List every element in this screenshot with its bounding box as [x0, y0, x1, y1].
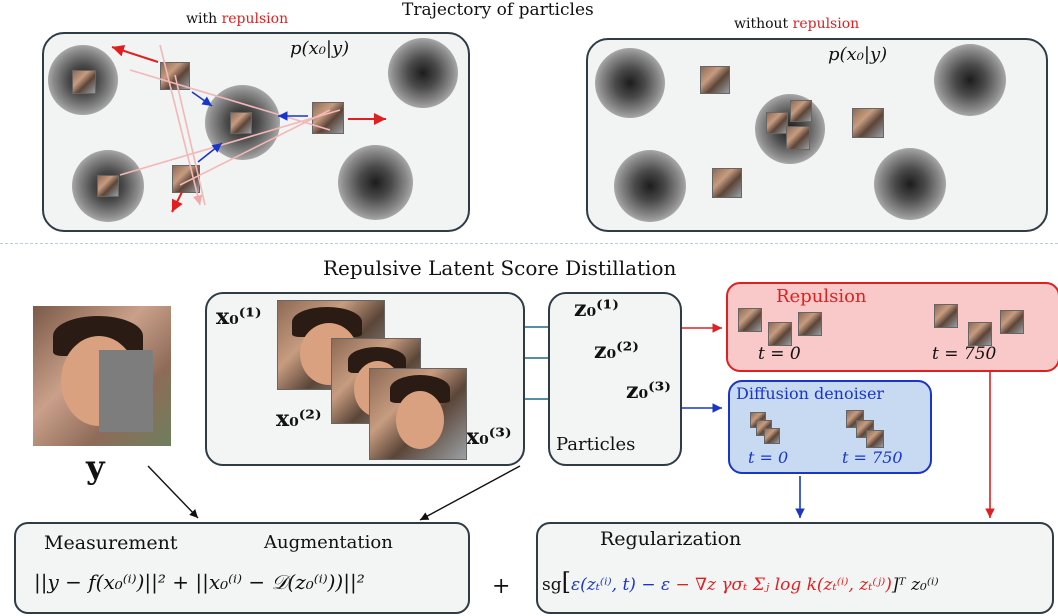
repulsion-latent: [934, 304, 958, 328]
z0-2-label: z₀⁽²⁾: [594, 338, 639, 364]
plus-sign: +: [492, 574, 511, 599]
augmentation-label: Augmentation: [264, 532, 393, 553]
particle-image: [712, 168, 742, 198]
repulsion-t750: t = 750: [932, 344, 997, 364]
particle-image: [700, 66, 730, 94]
particle-image: [230, 112, 252, 134]
z0-3-label: z₀⁽³⁾: [626, 378, 671, 404]
with-repulsion-caption: with repulsion: [186, 11, 289, 27]
denoiser-latent: [764, 428, 780, 444]
measurement-label: Measurement: [44, 532, 178, 554]
x0-2-label: x₀⁽²⁾: [276, 406, 322, 432]
density-label-left: p(x₀|y): [290, 38, 350, 59]
repulsion-title: Repulsion: [776, 286, 867, 307]
denoiser-t0: t = 0: [748, 448, 789, 467]
loss-formula: ||y − f(x₀⁽ⁱ⁾)||² + ||x₀⁽ⁱ⁾ − 𝒟(z₀⁽ⁱ⁾))|…: [34, 570, 365, 594]
trajectory-title: Trajectory of particles: [402, 0, 594, 20]
mask-region: [99, 350, 153, 432]
x0-3-label: x₀⁽³⁾: [466, 424, 512, 450]
particle-image: [852, 108, 884, 138]
particle-image-3: [369, 368, 467, 460]
without-repulsion-caption: without repulsion: [734, 16, 860, 32]
density-mode: [614, 150, 686, 222]
density-mode: [338, 145, 413, 220]
latent-particles-panel: [548, 292, 682, 466]
particle-image: [786, 126, 810, 150]
regularization-label: Regularization: [600, 528, 742, 550]
denoiser-latent: [866, 430, 884, 448]
denoiser-t750: t = 750: [842, 448, 903, 467]
method-title: Repulsive Latent Score Distillation: [323, 256, 677, 280]
regularization-formula: sg[ε(zₜ⁽ⁱ⁾, t) − ε − ∇z γσₜ Σⱼ log k(zₜ⁽…: [542, 568, 939, 596]
particle-image: [72, 70, 96, 94]
repulsion-latent: [738, 308, 762, 332]
particle-image: [766, 112, 788, 134]
y-label: y: [86, 448, 105, 486]
repulsion-latent: [768, 322, 792, 346]
density-mode: [874, 148, 946, 220]
regularization-box: [536, 522, 1054, 614]
x0-1-label: x₀⁽¹⁾: [216, 304, 262, 330]
observation-image: [33, 306, 171, 446]
section-divider: [0, 243, 1058, 244]
density-mode: [934, 44, 1006, 116]
repulsion-latent: [798, 312, 822, 336]
density-label-right: p(x₀|y): [828, 44, 888, 65]
loss-box: [14, 522, 470, 614]
repulsion-t0: t = 0: [758, 344, 801, 364]
particles-label: Particles: [556, 434, 636, 455]
particle-image: [97, 175, 119, 197]
repulsion-latent: [1000, 310, 1024, 334]
particle-image: [790, 100, 812, 122]
z0-1-label: z₀⁽¹⁾: [574, 296, 619, 322]
denoiser-title: Diffusion denoiser: [736, 384, 885, 403]
density-mode: [388, 38, 458, 108]
density-mode: [595, 48, 665, 118]
repulsion-latent: [968, 322, 992, 346]
